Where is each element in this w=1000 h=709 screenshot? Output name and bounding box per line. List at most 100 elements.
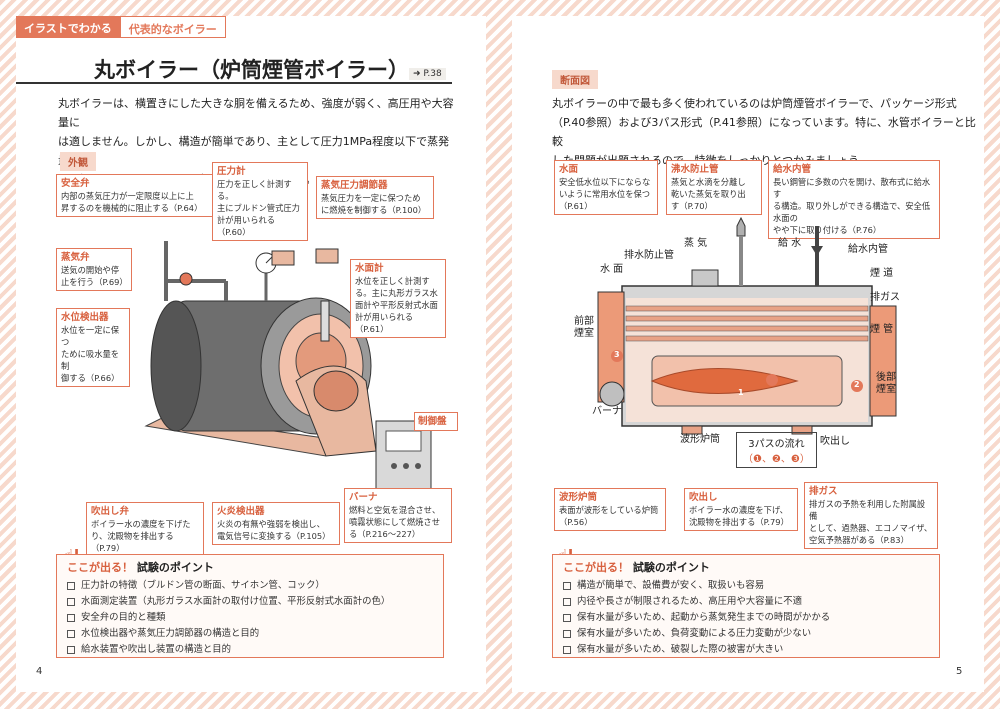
intro-line: 丸ボイラーの中で最も多く使われているのは炉筒煙管ボイラーで、パッケージ形式 bbox=[552, 97, 957, 110]
callout-line: 電気信号に変換する（P.105） bbox=[217, 531, 331, 541]
callout-line: 主にブルドン管式圧力 bbox=[217, 203, 300, 213]
callout-flame-detector: 火炎検出器 火炎の有無や強弱を検出し、 電気信号に変換する（P.105） bbox=[212, 502, 340, 545]
exam-point-text: 保有水量が多いため、破裂した際の被害が大きい bbox=[577, 644, 784, 655]
label-rear-smoke-box-1: 後部 bbox=[876, 372, 896, 383]
callout-title: 蒸気弁 bbox=[61, 252, 90, 263]
callout-line: 燃料と空気を混合させ、 bbox=[349, 505, 441, 515]
callout-line: 面計や平形反射式水面 bbox=[355, 300, 438, 310]
callout-line: り、沈殿物を排出する（P.79） bbox=[91, 531, 174, 553]
exam-points-title: ここが出る！ 試験のポイント bbox=[563, 559, 931, 575]
exam-point-item: 水位検出器や蒸気圧力調節器の構造と目的 bbox=[67, 626, 435, 642]
callout-title: 水面計 bbox=[355, 263, 384, 274]
callout-title: 吹出し弁 bbox=[91, 506, 130, 517]
callout-line: 排ガスの予熱を利用した附属設備 bbox=[809, 499, 926, 521]
callout-blow-valve: 吹出し弁 ボイラー水の濃度を下げた り、沈殿物を排出する（P.79） bbox=[86, 502, 204, 557]
label-steam: 蒸 気 bbox=[684, 238, 708, 249]
callout-steam-valve: 蒸気弁 送気の開始や停 止を行う（P.69） bbox=[56, 248, 132, 291]
callout-corrugated-furnace: 波形炉筒 表面が波形をしている炉筒 （P.56） bbox=[554, 488, 666, 531]
callout-line: る（P.216～227） bbox=[349, 529, 421, 539]
label-feed-inner-pipe: 給水内管 bbox=[848, 244, 888, 255]
callout-line: 圧力を正しく計測する。 bbox=[217, 179, 292, 201]
callout-line: やや下に取り付ける（P.76） bbox=[773, 225, 882, 235]
callout-line: 水位を一定に保つ bbox=[61, 325, 120, 347]
exam-point-text: 水位検出器や蒸気圧力調節器の構造と目的 bbox=[81, 628, 260, 639]
callout-pressure-regulator: 蒸気圧力調節器 蒸気圧力を一定に保つため に燃焼を制御する（P.100） bbox=[316, 176, 434, 219]
callout-line: ボイラー水の濃度を下げ、 bbox=[689, 505, 788, 515]
chapter-tab: イラストでわかる 代表的なボイラー bbox=[16, 16, 244, 38]
exam-point-item: 保有水量が多いため、負荷変動による圧力変動が少ない bbox=[563, 626, 931, 642]
chapter-tab-label: イラストでわかる bbox=[16, 16, 120, 38]
callout-level-detector: 水位検出器 水位を一定に保つ ために吸水量を制 御する（P.66） bbox=[56, 308, 130, 387]
callout-line: 火炎の有無や強弱を検出し、 bbox=[217, 519, 325, 529]
three-pass-title: 3パスの流れ bbox=[748, 439, 805, 450]
label-front-smoke-box-1: 前部 bbox=[574, 316, 594, 327]
callout-title: 安全弁 bbox=[61, 178, 90, 189]
label-flue: 煙 道 bbox=[870, 268, 894, 279]
checkbox-icon bbox=[563, 598, 571, 606]
callout-line: として、過熱器、エコノマイザ、 bbox=[809, 523, 933, 533]
callout-line: に燃焼を制御する（P.100） bbox=[321, 205, 427, 215]
exam-point-item: 内径や長さが制限されるため、高圧用や大容量に不適 bbox=[563, 594, 931, 610]
exam-point-item: 水面測定装置（丸形ガラス水面計の取付け位置、平形反射式水面計の色） bbox=[67, 594, 435, 610]
exam-points-left: ここが出る！ 試験のポイント 圧力計の特徴（ブルドン管の断面、サイホン管、コック… bbox=[56, 554, 444, 658]
label-corrugated-furnace: 波形炉筒 bbox=[680, 434, 720, 445]
callout-line: （P.61） bbox=[559, 201, 593, 211]
exam-points-highlight: ここが出る！ bbox=[563, 561, 629, 574]
section-label-cross-section: 断面図 bbox=[552, 70, 598, 89]
checkbox-icon bbox=[563, 646, 571, 654]
callout-line: 計が用いられる（P.60） bbox=[217, 215, 276, 237]
exam-point-text: 水面測定装置（丸形ガラス水面計の取付け位置、平形反射式水面計の色） bbox=[81, 596, 391, 607]
callout-title: 蒸気圧力調節器 bbox=[321, 180, 388, 191]
exam-point-item: 保有水量が多いため、破裂した際の被害が大きい bbox=[563, 642, 931, 658]
exam-point-text: 保有水量が多いため、起動から蒸気発生までの時間がかかる bbox=[577, 612, 831, 623]
checkbox-icon bbox=[67, 646, 75, 654]
exam-point-item: 安全弁の目的と種類 bbox=[67, 610, 435, 626]
callout-water-surface: 水面 安全低水位以下にならな いように常用水位を保つ （P.61） bbox=[554, 160, 658, 215]
right-intro-paragraph: 丸ボイラーの中で最も多く使われているのは炉筒煙管ボイラーで、パッケージ形式 （P… bbox=[552, 94, 982, 170]
exam-point-text: 内径や長さが制限されるため、高圧用や大容量に不適 bbox=[577, 596, 803, 607]
callout-line: 御する（P.66） bbox=[61, 373, 120, 383]
exam-points-highlight: ここが出る！ bbox=[67, 561, 133, 574]
pass-3-marker: 3 bbox=[614, 350, 620, 359]
exam-point-item: 保有水量が多いため、起動から蒸気発生までの時間がかかる bbox=[563, 610, 931, 626]
callout-line: る。主に丸形ガラス水 bbox=[355, 288, 438, 298]
checkbox-icon bbox=[67, 582, 75, 590]
page-title: 丸ボイラー（炉筒煙管ボイラー） bbox=[94, 58, 409, 82]
checkbox-icon bbox=[67, 614, 75, 622]
label-burner: バーナ bbox=[592, 406, 622, 417]
callout-title: 排ガス bbox=[809, 486, 838, 497]
callout-line: 送気の開始や停 bbox=[61, 265, 120, 275]
exam-points-heading: 試験のポイント bbox=[632, 561, 710, 574]
callout-line: （P.56） bbox=[559, 517, 593, 527]
right-page: 断面図 丸ボイラーの中で最も多く使われているのは炉筒煙管ボイラーで、パッケージ形… bbox=[512, 16, 984, 692]
left-page: イラストでわかる 代表的なボイラー 丸ボイラー（炉筒煙管ボイラー） ➜ P.38… bbox=[16, 16, 486, 692]
callout-line: 空気予熱器がある（P.83） bbox=[809, 535, 909, 545]
page-number-left: 4 bbox=[36, 666, 43, 677]
exam-point-item: 圧力計の特徴（ブルドン管の断面、サイホン管、コック） bbox=[67, 578, 435, 594]
exam-point-item: 構造が簡単で、設備費が安く、取扱いも容易 bbox=[563, 578, 931, 594]
callout-line: 長い鋼管に多数の穴を開け、散布式に給水す bbox=[773, 177, 931, 199]
exam-point-text: 保有水量が多いため、負荷変動による圧力変動が少ない bbox=[577, 628, 812, 639]
callout-control-panel: 制御盤 bbox=[414, 412, 458, 431]
boiler-exterior-illustration bbox=[144, 241, 432, 497]
chapter-tab-subtitle: 代表的なボイラー bbox=[119, 16, 226, 38]
title-rule bbox=[16, 82, 452, 84]
callout-line: 水位を正しく計測す bbox=[355, 276, 430, 286]
checkbox-icon bbox=[563, 630, 571, 638]
label-blowdown: 吹出し bbox=[820, 436, 850, 447]
callout-line: 安全低水位以下にならな bbox=[559, 177, 651, 187]
page-reference: ➜ P.38 bbox=[409, 68, 446, 80]
exam-point-text: 構造が簡単で、設備費が安く、取扱いも容易 bbox=[577, 580, 765, 591]
callout-title: 沸水防止管 bbox=[671, 164, 719, 175]
exam-point-item: 給水装置や吹出し装置の構造と目的 bbox=[67, 642, 435, 658]
callout-line: る構造。取り外しができる構造で、安全低水面の bbox=[773, 201, 931, 223]
exam-points-title: ここが出る！ 試験のポイント bbox=[67, 559, 435, 575]
callout-title: 火炎検出器 bbox=[217, 506, 265, 517]
callout-pressure-gauge: 圧力計 圧力を正しく計測する。 主にブルドン管式圧力 計が用いられる（P.60） bbox=[212, 162, 308, 241]
callout-water-gauge: 水面計 水位を正しく計測す る。主に丸形ガラス水 面計や平形反射式水面 計が用い… bbox=[350, 259, 446, 338]
callout-line: ために吸水量を制 bbox=[61, 349, 120, 371]
exam-point-text: 給水装置や吹出し装置の構造と目的 bbox=[81, 644, 232, 655]
callout-line: 乾いた蒸気を取り出 bbox=[671, 189, 746, 199]
callout-line: 止を行う（P.69） bbox=[61, 277, 128, 287]
checkbox-icon bbox=[67, 598, 75, 606]
